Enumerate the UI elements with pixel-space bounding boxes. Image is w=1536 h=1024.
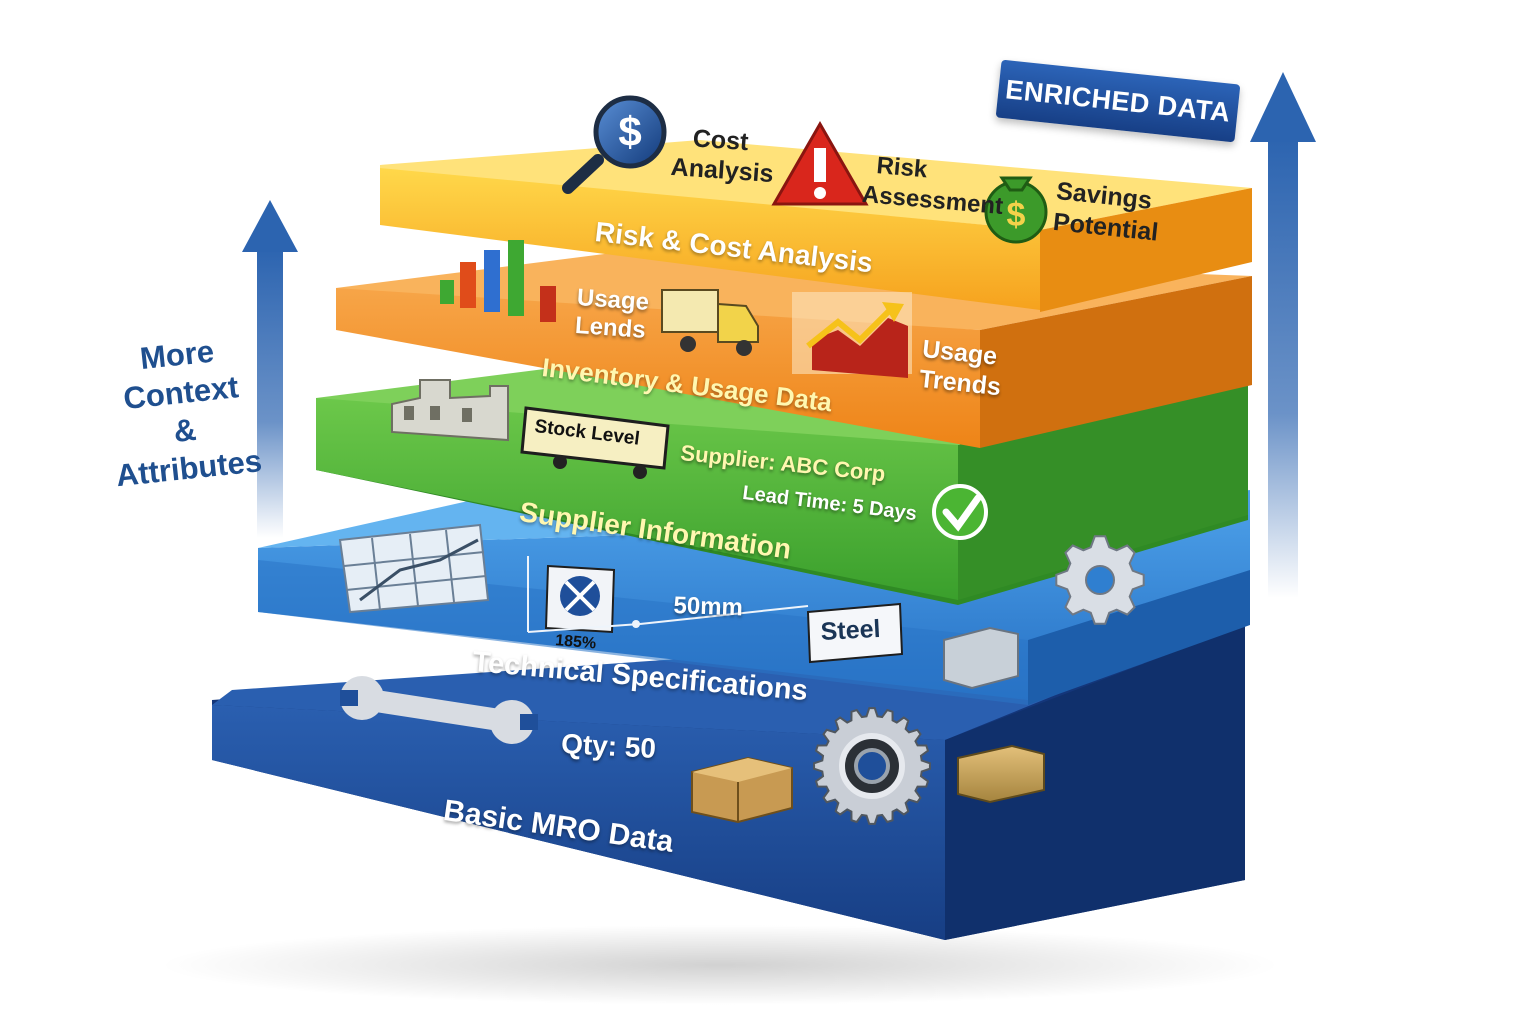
percent-label: 185%	[554, 632, 597, 653]
checkmark-icon	[932, 484, 988, 540]
material-label: Steel	[820, 614, 882, 646]
svg-text:$: $	[1007, 196, 1026, 234]
money-bag-icon: $	[984, 176, 1048, 244]
usage-lends-label: Usage Lends	[574, 284, 650, 345]
blueprint-icon	[338, 523, 490, 614]
box-icon	[691, 756, 793, 824]
wrench-icon	[340, 676, 538, 744]
risk-assessment-label: Risk Assessment	[861, 150, 1007, 222]
lends-label-line-2: Lends	[574, 311, 647, 344]
usage-trends-label: Usage Trends	[918, 334, 1006, 402]
side-label: More Context & Attributes	[91, 328, 276, 497]
dimension-line-icon	[527, 556, 809, 633]
brass-part-icon	[957, 744, 1045, 804]
spec-card-icon	[544, 564, 616, 634]
bar-chart-icon	[440, 240, 556, 322]
left-up-arrow	[242, 200, 298, 538]
svg-text:$: $	[618, 108, 641, 155]
savings-potential-label: Savings Potential	[1052, 176, 1163, 249]
dimension-label: 50mm	[673, 592, 744, 622]
bearing-icon	[813, 707, 931, 825]
quantity-label: Qty: 50	[560, 728, 657, 764]
dollar-magnifier-icon: $	[562, 95, 667, 194]
floor-shadow	[160, 925, 1280, 1005]
cost-analysis-label: Cost Analysis	[670, 122, 777, 189]
metal-block-icon	[943, 626, 1019, 690]
warning-triangle-icon	[771, 120, 869, 206]
delivery-truck-icon	[661, 289, 759, 356]
steel-card-icon	[806, 602, 904, 664]
stock-level-truck-icon	[520, 406, 670, 479]
gear-icon	[1055, 535, 1145, 625]
trend-chart-icon	[792, 292, 912, 378]
right-up-arrow	[1250, 72, 1316, 598]
factory-icon	[391, 379, 509, 442]
